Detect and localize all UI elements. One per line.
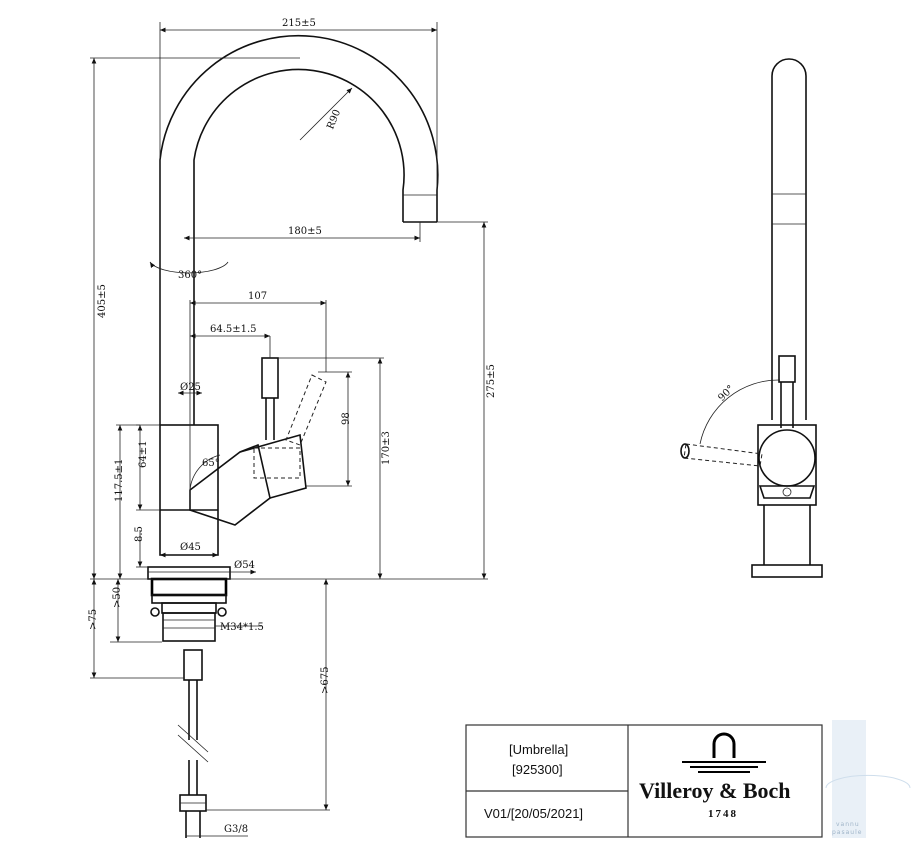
dim-height-spout: 275±5 — [486, 364, 497, 398]
brand-name: Villeroy & Boch — [639, 778, 791, 803]
side-lever-alt — [683, 443, 763, 467]
watermark-line2: pasaule — [832, 829, 862, 836]
dim-thread-g38: G3/8 — [224, 824, 248, 835]
dim-height-total: 405±5 — [97, 284, 108, 318]
dim-below-50: >50 — [112, 587, 123, 608]
side-view: 90° — [680, 58, 823, 578]
brand-year: 1748 — [708, 808, 738, 820]
side-spout — [771, 58, 807, 420]
thread-nut — [162, 612, 216, 642]
lever-body — [189, 443, 271, 526]
watermark: vannu pasaule — [825, 720, 911, 838]
dim-width-top: 215±5 — [282, 18, 316, 29]
spout-inner — [193, 68, 405, 425]
dim-lever-645: 64.5±1.5 — [210, 324, 257, 335]
break-mark-1 — [177, 724, 209, 753]
brand-logo-icon — [682, 732, 766, 773]
lever-stem-upright — [261, 357, 279, 399]
dimension-text: 215±5 R90 180±5 360° 405±5 275±5 107 64.… — [88, 18, 497, 835]
side-base — [751, 564, 823, 578]
break-mark-2 — [177, 734, 209, 763]
dim-body-1175: 117.5±1 — [114, 459, 125, 502]
dim-lever-98: 98 — [341, 412, 352, 425]
product-name: [Umbrella] — [509, 742, 568, 757]
side-lever-disc — [758, 429, 816, 487]
dim-side-angle: 90° — [716, 383, 736, 403]
lever-alt-box — [253, 447, 301, 479]
product-code: [925300] — [512, 762, 563, 777]
dim-hose-675: >675 — [320, 667, 331, 694]
dim-spout-reach: 180±5 — [288, 226, 322, 237]
side-body — [757, 424, 817, 506]
dim-lever-107: 107 — [248, 291, 267, 302]
tap-body — [159, 424, 219, 556]
side-lever-stem — [778, 355, 796, 383]
lever-alt-dashed — [285, 374, 327, 446]
gasket — [150, 577, 228, 597]
front-view — [90, 34, 488, 838]
dim-lever-170: 170±3 — [381, 431, 392, 465]
dim-thread-m34: M34*1.5 — [220, 622, 264, 633]
hose-top — [183, 649, 203, 681]
lever-arm — [239, 433, 307, 499]
watermark-line1: vannu — [836, 821, 860, 828]
dim-base-dia45: Ø45 — [180, 542, 201, 553]
dim-lever-angle: 65° — [202, 458, 220, 469]
dimension-lines — [90, 22, 488, 837]
dim-rotation: 360° — [178, 270, 202, 281]
dim-body-64: 64±1 — [138, 441, 149, 468]
dim-body-dia: Ø25 — [180, 382, 201, 393]
dim-below-75: >75 — [88, 609, 99, 630]
version-date: V01/[20/05/2021] — [484, 806, 583, 821]
title-block: [Umbrella] [925300] V01/[20/05/2021] Vil… — [465, 724, 823, 838]
dim-base-dia54: Ø54 — [234, 560, 255, 571]
mounting-base — [147, 566, 231, 580]
spout-outer — [159, 34, 439, 425]
dim-base-85: 8.5 — [134, 526, 145, 542]
